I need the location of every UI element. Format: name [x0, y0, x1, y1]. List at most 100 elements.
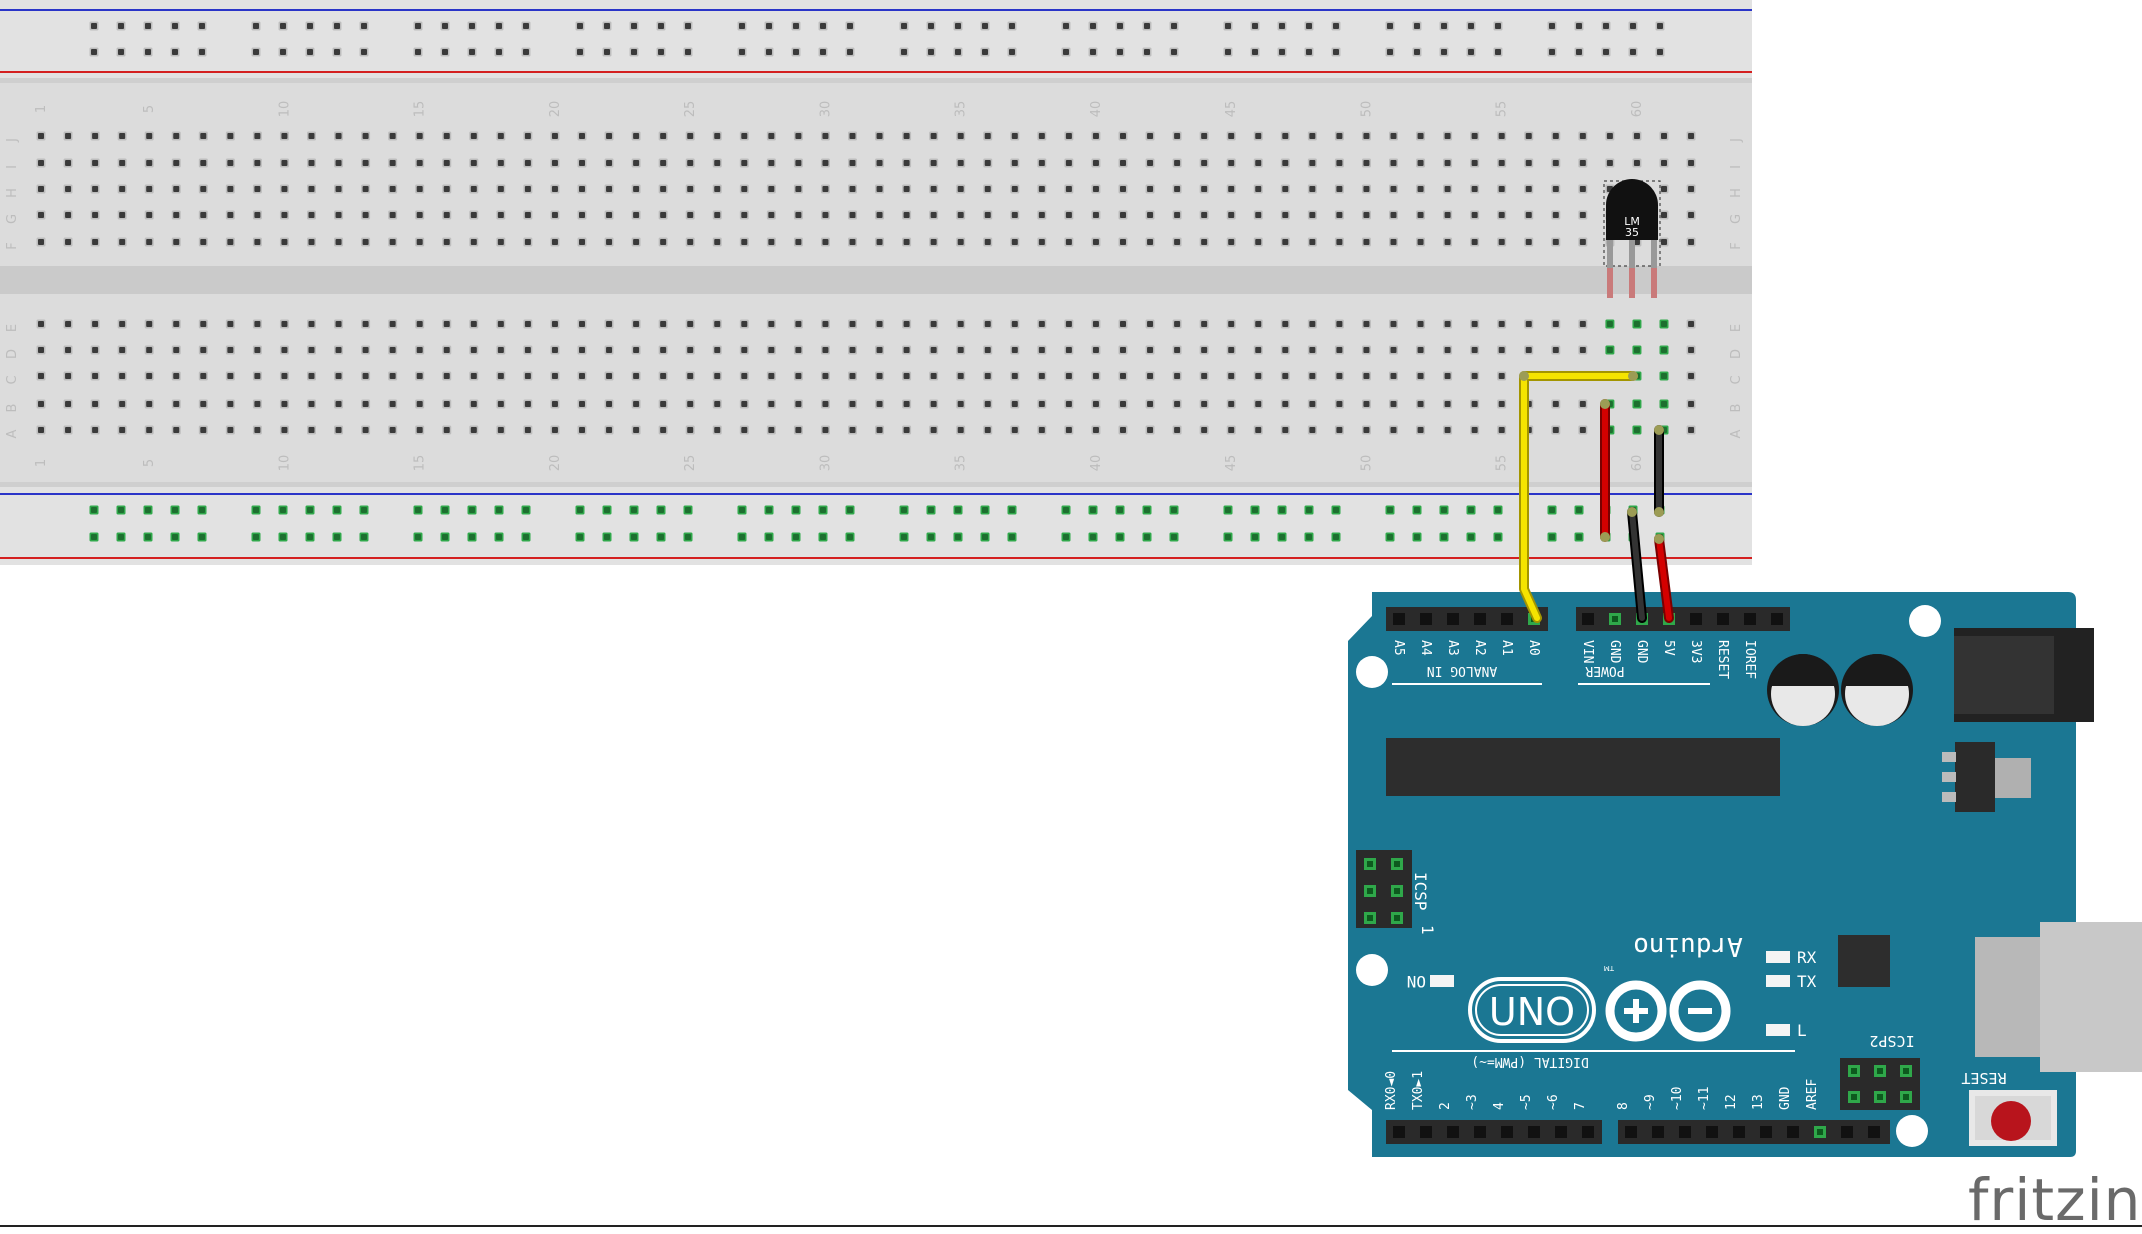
header-pin[interactable] [1420, 1126, 1432, 1138]
row-letter: I [1729, 165, 1744, 169]
column-number: 60 [1630, 101, 1645, 118]
header-pin[interactable] [1679, 1126, 1691, 1138]
mounting-hole [1909, 605, 1941, 637]
capacitor [1767, 654, 1839, 726]
voltage-regulator [1955, 742, 1995, 812]
header-pin[interactable] [1787, 1126, 1799, 1138]
row-letter: G [1729, 214, 1744, 224]
row-letter: D [1729, 349, 1744, 359]
digital-header-low [1386, 1120, 1602, 1144]
header-pin[interactable] [1528, 1126, 1540, 1138]
header-pin[interactable] [1733, 1126, 1745, 1138]
column-number: 35 [954, 101, 969, 118]
column-number: 5 [142, 105, 157, 113]
header-pin[interactable] [1420, 613, 1432, 625]
lm35-sensor[interactable]: LM 35 [1603, 179, 1661, 298]
row-letter: D [5, 349, 20, 359]
column-number: 1 [34, 459, 49, 467]
column-number: 10 [277, 101, 292, 118]
column-number: 30 [818, 455, 833, 472]
column-number: 35 [954, 455, 969, 472]
atmega-chip [1386, 738, 1780, 796]
column-number: 60 [1630, 455, 1645, 472]
header-pin[interactable] [1501, 613, 1513, 625]
header-pin[interactable] [1555, 1126, 1567, 1138]
header-pin[interactable] [1447, 613, 1459, 625]
wire-end [1600, 399, 1610, 409]
reset-button[interactable] [1969, 1090, 2057, 1146]
bottom-border [0, 1225, 2142, 1227]
header-pin[interactable] [1582, 1126, 1594, 1138]
header-pin[interactable] [1474, 613, 1486, 625]
header-pin[interactable] [1447, 1126, 1459, 1138]
header-pin[interactable] [1625, 1126, 1637, 1138]
pin-label: A5 [1391, 640, 1406, 656]
center-channel [0, 266, 1752, 294]
capacitor [1841, 654, 1913, 726]
row-letter: J [5, 138, 20, 143]
breadboard-holes [36, 131, 1696, 435]
header-pin[interactable] [1501, 1126, 1513, 1138]
analog-header [1386, 607, 1548, 631]
column-number: 20 [548, 101, 563, 118]
column-number: 30 [818, 101, 833, 118]
wires [1519, 371, 1674, 623]
mounting-hole [1356, 656, 1388, 688]
pin-label: A1 [1499, 640, 1514, 656]
pin-label: ~11 [1697, 1087, 1712, 1110]
icsp2-label: ICSP2 [1869, 1032, 1914, 1050]
arduino-pcb [1348, 592, 2076, 1157]
header-pin[interactable] [1706, 1126, 1718, 1138]
column-number: 25 [683, 455, 698, 472]
row-letter: I [5, 165, 20, 169]
power-rail-holes [89, 21, 1665, 542]
wire-end [1628, 371, 1638, 381]
digital-header-label: DIGITAL (PWM=~) [1471, 1054, 1588, 1069]
pin-label: A3 [1445, 640, 1460, 656]
pin-label: A2 [1472, 640, 1487, 656]
row-letter: B [1729, 404, 1744, 413]
header-pin[interactable] [1771, 613, 1783, 625]
usb-chip [1838, 935, 1890, 987]
pin-label: GND [1778, 1086, 1793, 1110]
header-pin[interactable] [1760, 1126, 1772, 1138]
on-led-label: ON [1407, 972, 1426, 991]
column-number: 50 [1359, 455, 1374, 472]
column-number: 25 [683, 101, 698, 118]
header-pin[interactable] [1393, 1126, 1405, 1138]
column-number: 45 [1224, 101, 1239, 118]
row-letter: C [1729, 375, 1744, 384]
pin-label: 2 [1438, 1102, 1453, 1110]
l-led-label: L [1797, 1021, 1807, 1040]
fritzing-logo: fritzing [1968, 1166, 2142, 1234]
pin-label: RESET [1715, 640, 1730, 679]
column-number: 55 [1495, 455, 1510, 472]
pin-label: VIN [1580, 640, 1595, 663]
column-number: 5 [142, 459, 157, 467]
header-pin[interactable] [1868, 1126, 1880, 1138]
wire-end [1654, 425, 1664, 435]
power-header-label: POWER [1585, 663, 1624, 678]
row-letter: E [1729, 324, 1744, 332]
pin-label: AREF [1805, 1079, 1820, 1110]
pin-label: 13 [1751, 1094, 1766, 1110]
header-pin[interactable] [1474, 1126, 1486, 1138]
pin-label: GND [1634, 640, 1649, 664]
header-pin[interactable] [1652, 1126, 1664, 1138]
header-pin[interactable] [1690, 613, 1702, 625]
column-number: 15 [413, 455, 428, 472]
header-pin[interactable] [1582, 613, 1594, 625]
header-pin[interactable] [1744, 613, 1756, 625]
header-pin[interactable] [1717, 613, 1729, 625]
arduino-brand-text: Arduino [1633, 931, 1743, 961]
reset-label: RESET [1961, 1069, 2006, 1087]
pin-label: GND [1607, 640, 1622, 664]
column-number: 1 [34, 105, 49, 113]
row-letter: B [5, 404, 20, 413]
header-pin[interactable] [1841, 1126, 1853, 1138]
header-pin[interactable] [1393, 613, 1405, 625]
column-number: 10 [277, 455, 292, 472]
